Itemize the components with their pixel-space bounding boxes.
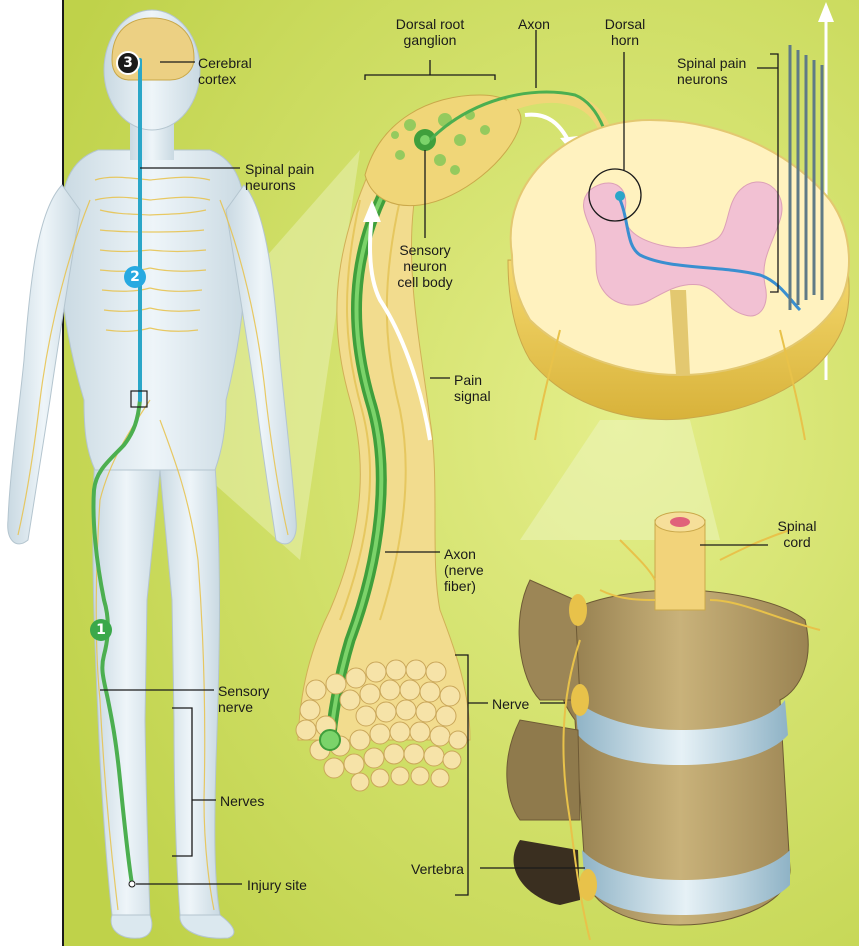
label-vertebra: Vertebra [411,861,464,877]
step-badge-2: 2 [124,266,146,288]
label-sensory-neuron-cell-body: Sensory neuron cell body [380,242,470,290]
label-injury-site: Injury site [247,877,307,893]
label-cerebral-cortex: Cerebral cortex [198,55,252,87]
label-nerve: Nerve [492,696,529,712]
label-sensory-nerve: Sensory nerve [218,683,269,715]
label-spinal-pain-neurons-body: Spinal pain neurons [245,161,314,193]
label-dorsal-horn: Dorsal horn [600,16,650,48]
label-axon-nerve-fiber: Axon (nerve fiber) [444,546,484,594]
label-nerves: Nerves [220,793,264,809]
label-spinal-cord: Spinal cord [770,518,824,550]
label-axon: Axon [518,16,550,32]
label-spinal-pain-neurons-cord: Spinal pain neurons [677,55,746,87]
step-badge-1: 1 [90,619,112,641]
step-badge-3: 3 [116,51,140,75]
injury-point [129,881,135,887]
label-pain-signal: Pain signal [454,372,491,404]
label-dorsal-root-ganglion: Dorsal root ganglion [380,16,480,48]
axon-cross-section [320,730,340,750]
